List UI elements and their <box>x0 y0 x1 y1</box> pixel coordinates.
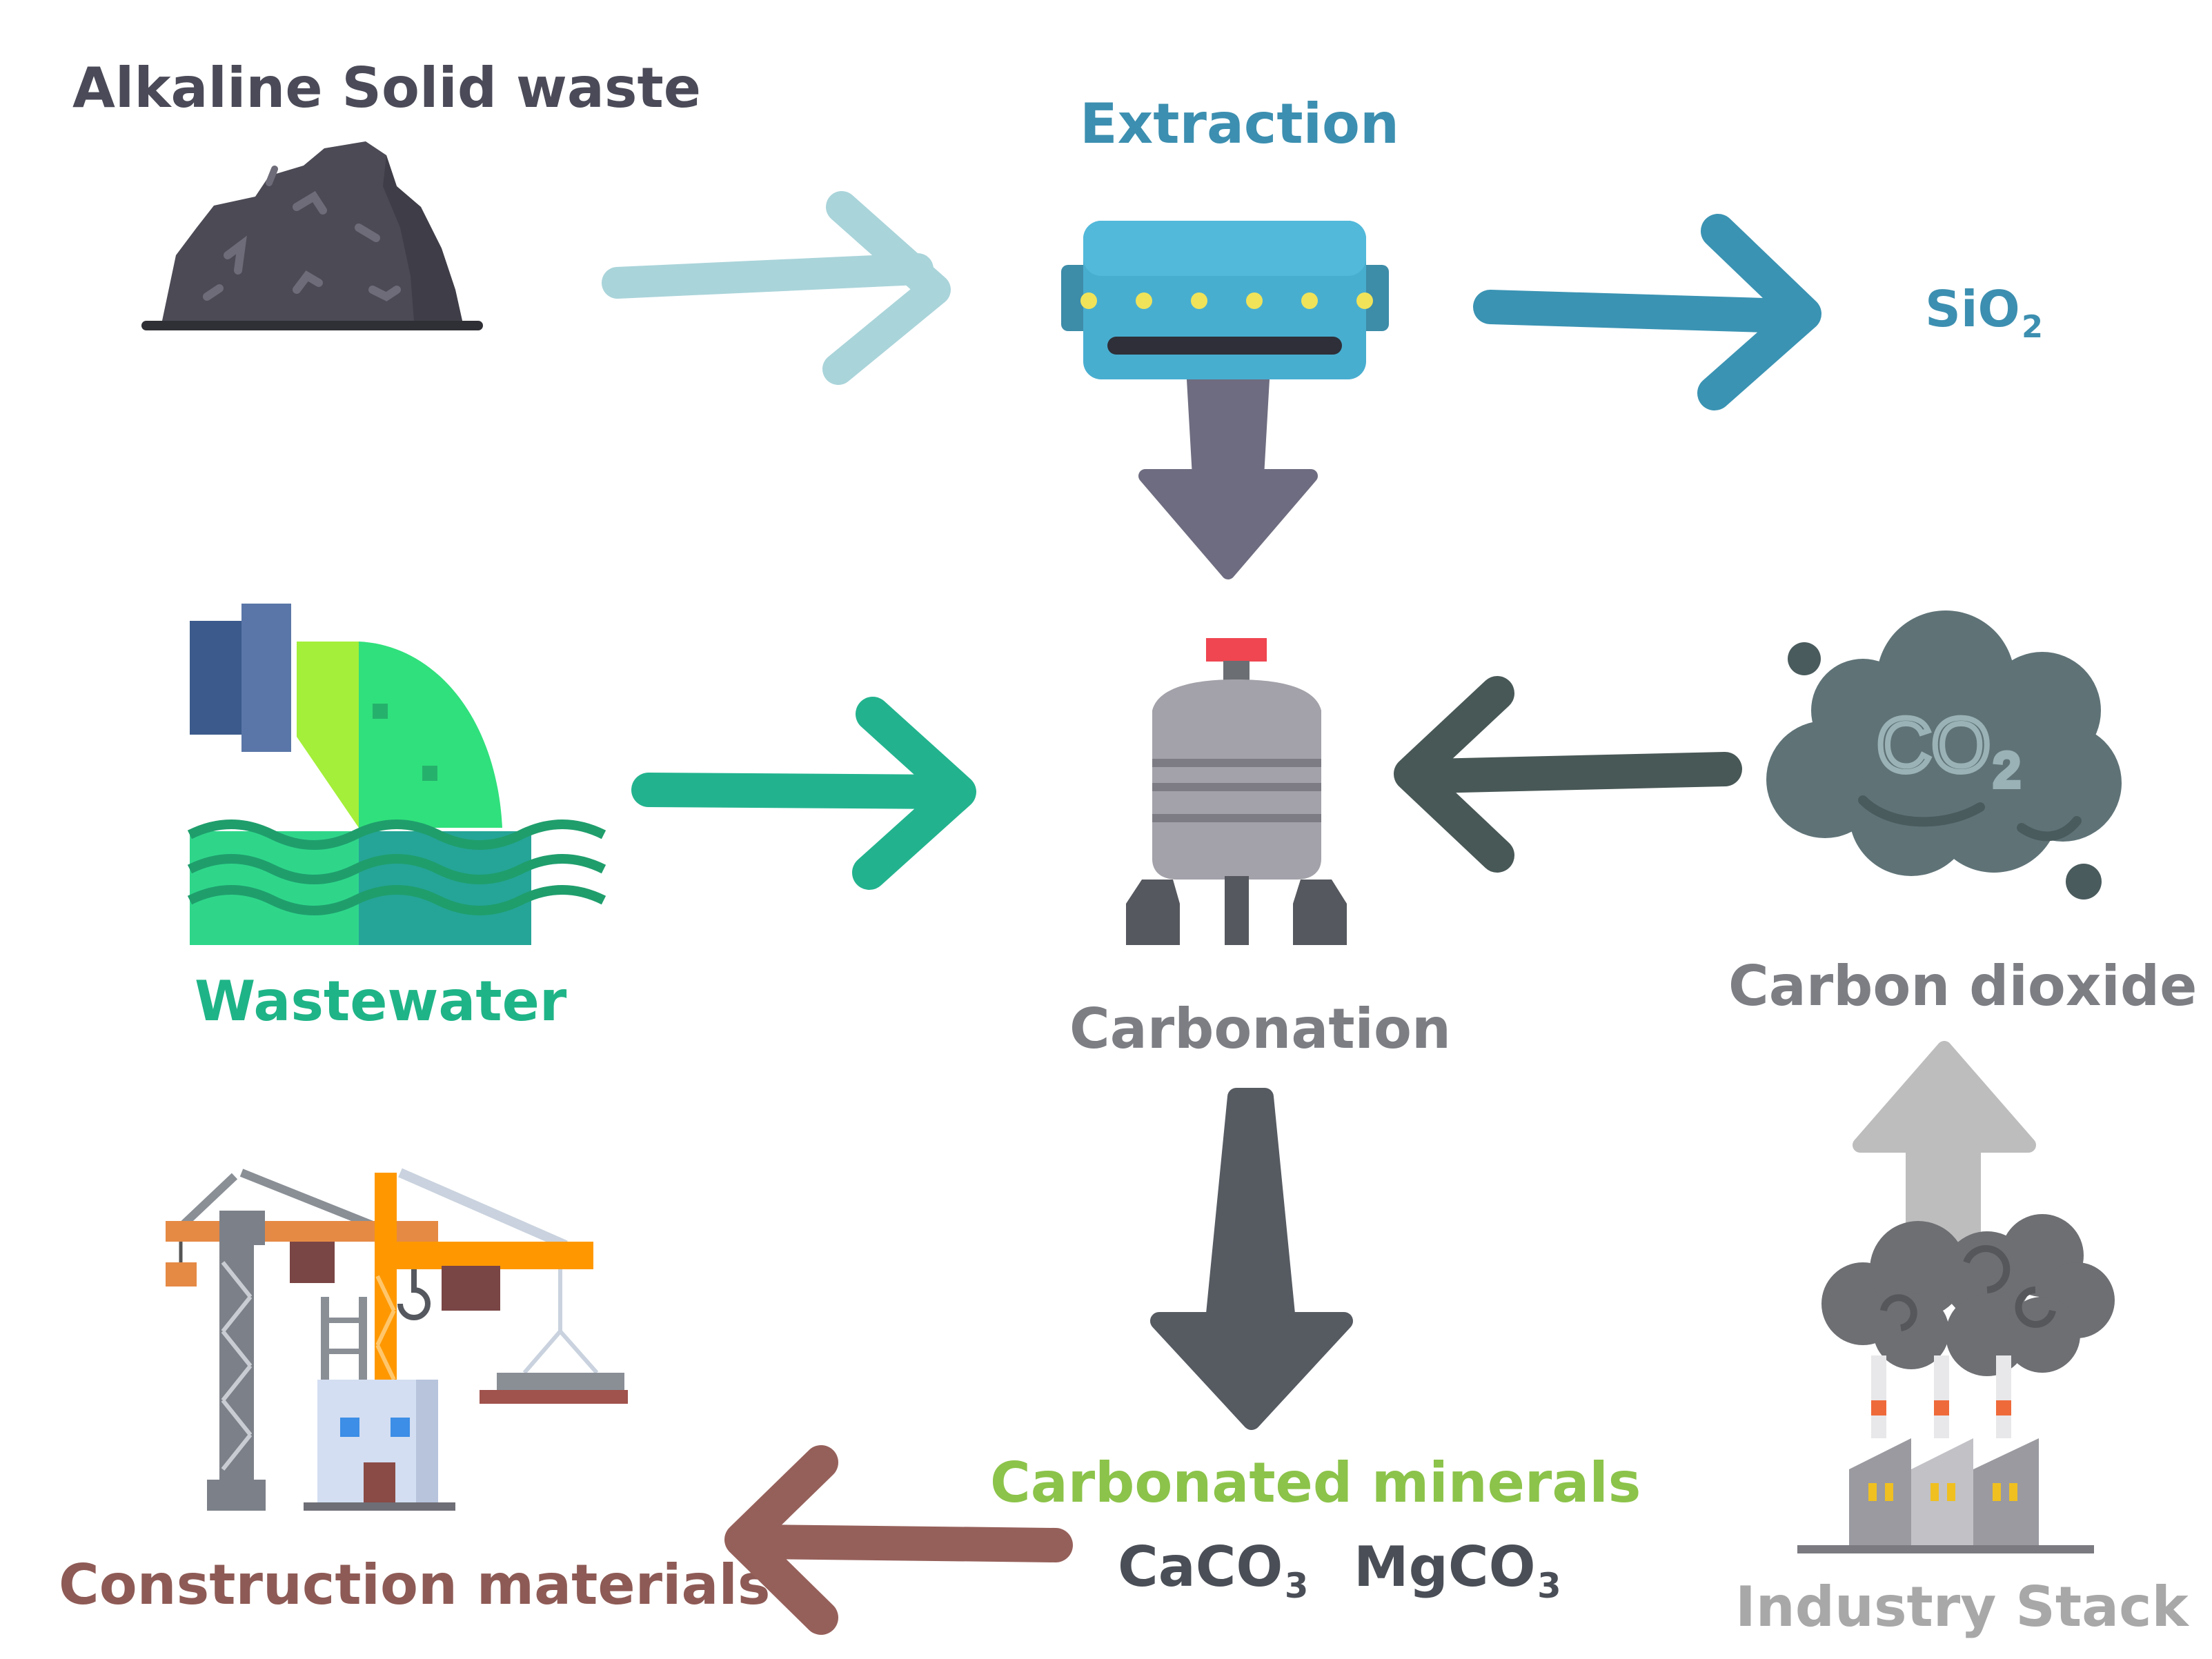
extraction-machine-icon <box>1061 221 1389 379</box>
arrow-carbonation-to-minerals <box>1150 1088 1353 1430</box>
arrow-extraction-to-carbonation <box>1138 372 1318 579</box>
caco3-main: CaCO <box>1118 1535 1283 1599</box>
sio2-label: SiO2 <box>1925 284 2043 342</box>
factory-stack-icon <box>1797 1214 2115 1553</box>
carbonated-minerals-label: Carbonated minerals <box>990 1451 1641 1515</box>
construction-crane-icon <box>166 1168 628 1511</box>
caco3-subscript: 3 <box>1284 1566 1309 1607</box>
extraction-label: Extraction <box>1080 92 1399 156</box>
waste-pile-icon <box>141 141 483 330</box>
wastewater-label: Wastewater <box>195 969 567 1033</box>
sio2-main: SiO <box>1925 280 2020 338</box>
arrow-waste-to-extraction <box>602 191 951 385</box>
mgco3-label: MgCO3 <box>1354 1540 1561 1604</box>
caco3-label: CaCO3 <box>1118 1540 1308 1604</box>
reactor-tank-icon <box>1126 638 1347 945</box>
carbon-dioxide-label: Carbon dioxide <box>1728 954 2198 1018</box>
svg-text:CO2: CO2 <box>1877 703 2020 797</box>
carbonation-label: Carbonation <box>1069 997 1451 1061</box>
arrow-stack-to-co2 <box>1853 1041 2036 1263</box>
alkaline-waste-label: Alkaline Solid waste <box>72 56 701 120</box>
co2-cloud-icon: CO2 <box>1766 610 2122 900</box>
arrow-wastewater-to-carbonation <box>631 697 976 890</box>
industry-stack-label: Industry Stack <box>1735 1575 2189 1639</box>
construction-materials-label: Construction materials <box>59 1553 771 1617</box>
mgco3-subscript: 3 <box>1537 1566 1561 1607</box>
sio2-subscript: 2 <box>2021 308 2044 345</box>
arrow-minerals-to-construction <box>724 1445 1073 1635</box>
co2-icon-subscript: 2 <box>1993 743 2020 797</box>
mgco3-main: MgCO <box>1354 1535 1536 1599</box>
co2-icon-text: CO <box>1877 703 1991 788</box>
pipe-outflow-icon <box>187 604 606 945</box>
arrow-co2-to-carbonation <box>1394 676 1742 873</box>
arrow-extraction-to-sio2 <box>1473 214 1821 410</box>
